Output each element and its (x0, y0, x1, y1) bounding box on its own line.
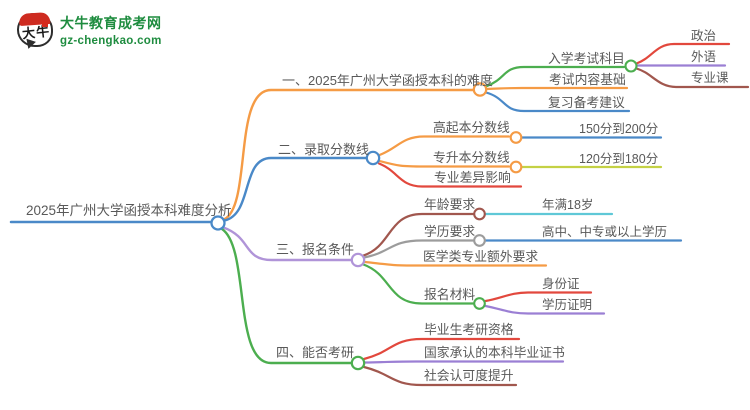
age-node-handle[interactable] (473, 207, 486, 221)
node-zhuanshengben-score[interactable]: 专升本分数线 (433, 150, 510, 165)
line-medical-extra (363, 260, 548, 267)
difficulty-node-handle[interactable] (472, 82, 488, 97)
node-root[interactable]: 2025年广州大学函授本科难度分析 (26, 203, 232, 218)
zhuanshengben-node-handle[interactable] (509, 160, 523, 174)
node-requirements[interactable]: 三、报名条件 (276, 242, 355, 257)
node-age-18[interactable]: 年满18岁 (542, 198, 594, 212)
line-zhuanshengben-score (378, 159, 511, 168)
node-exam-subjects[interactable]: 入学考试科目 (548, 51, 625, 66)
node-materials[interactable]: 报名材料 (424, 287, 476, 302)
branch-line-requirements (222, 226, 353, 262)
node-review-advice[interactable]: 复习备考建议 (548, 95, 625, 110)
node-score-120-180[interactable]: 120分到180分 (579, 152, 659, 166)
node-age-requirement[interactable]: 年龄要求 (424, 197, 476, 212)
node-difficulty[interactable]: 一、2025年广州大学函授本科的难度 (282, 73, 493, 88)
requirements-node-handle[interactable] (350, 252, 366, 268)
daniu-speech-bubble-icon: 大牛 (17, 11, 53, 56)
brand-name: 大牛教育成考网 (60, 15, 162, 31)
gaoqiben-node-handle[interactable] (509, 131, 523, 144)
branch-line-postgraduate (220, 227, 353, 365)
node-state-recognized[interactable]: 国家承认的本科毕业证书 (424, 345, 565, 360)
node-id-card[interactable]: 身份证 (542, 277, 580, 291)
node-kaoyan-eligibility[interactable]: 毕业生考研资格 (424, 322, 514, 337)
node-exam-content[interactable]: 考试内容基础 (549, 72, 626, 87)
node-postgraduate[interactable]: 四、能否考研 (276, 345, 355, 360)
node-education-proof[interactable]: 学历证明 (542, 298, 593, 312)
materials-node-handle[interactable] (473, 297, 486, 310)
line-social-recognition (362, 365, 518, 387)
node-highschool-above[interactable]: 高中、中专或以上学历 (542, 225, 668, 239)
brand-domain: gz-chengkao.com (60, 35, 162, 47)
logo-red-seal-icon (42, 21, 48, 27)
line-state-recognized (363, 360, 565, 364)
line-id-card (484, 291, 593, 303)
node-education-requirement[interactable]: 学历要求 (424, 224, 476, 239)
exam-subjects-node-handle[interactable] (624, 59, 638, 73)
root-node-handle[interactable] (210, 215, 226, 231)
line-major-course (635, 67, 750, 89)
node-foreign-language[interactable]: 外语 (691, 50, 717, 64)
node-social-recognition[interactable]: 社会认可度提升 (424, 368, 514, 383)
line-exam-content (485, 86, 629, 91)
node-politics[interactable]: 政治 (691, 29, 717, 43)
node-scores[interactable]: 二、录取分数线 (278, 142, 370, 157)
node-score-150-200[interactable]: 150分到200分 (579, 122, 659, 136)
node-gaoqiben-score[interactable]: 高起本分数线 (433, 120, 510, 135)
education-node-handle[interactable] (473, 234, 486, 247)
line-kaoyan-eligibility (362, 337, 521, 361)
site-logo[interactable]: 大牛 大牛教育成考网 gz-chengkao.com (17, 11, 162, 56)
logo-text-block: 大牛教育成考网 gz-chengkao.com (60, 13, 162, 47)
line-major-difference (377, 162, 523, 188)
scores-node-handle[interactable] (365, 150, 381, 166)
line-education-proof (484, 304, 606, 315)
branch-line-difficulty (222, 88, 476, 221)
node-major-course[interactable]: 专业课 (691, 71, 729, 85)
line-gaoqiben-score (378, 135, 511, 157)
node-medical-extra[interactable]: 医学类专业额外要求 (423, 249, 539, 264)
line-exam-subjects (484, 65, 626, 88)
line-review-advice (484, 91, 631, 113)
branch-line-scores (223, 156, 368, 222)
line-politics (635, 42, 731, 65)
line-materials (362, 263, 475, 305)
line-age-requirement (362, 212, 475, 257)
postgraduate-node-handle[interactable] (350, 355, 366, 371)
node-major-difference[interactable]: 专业差异影响 (434, 170, 511, 185)
line-education-requirement (362, 239, 475, 259)
